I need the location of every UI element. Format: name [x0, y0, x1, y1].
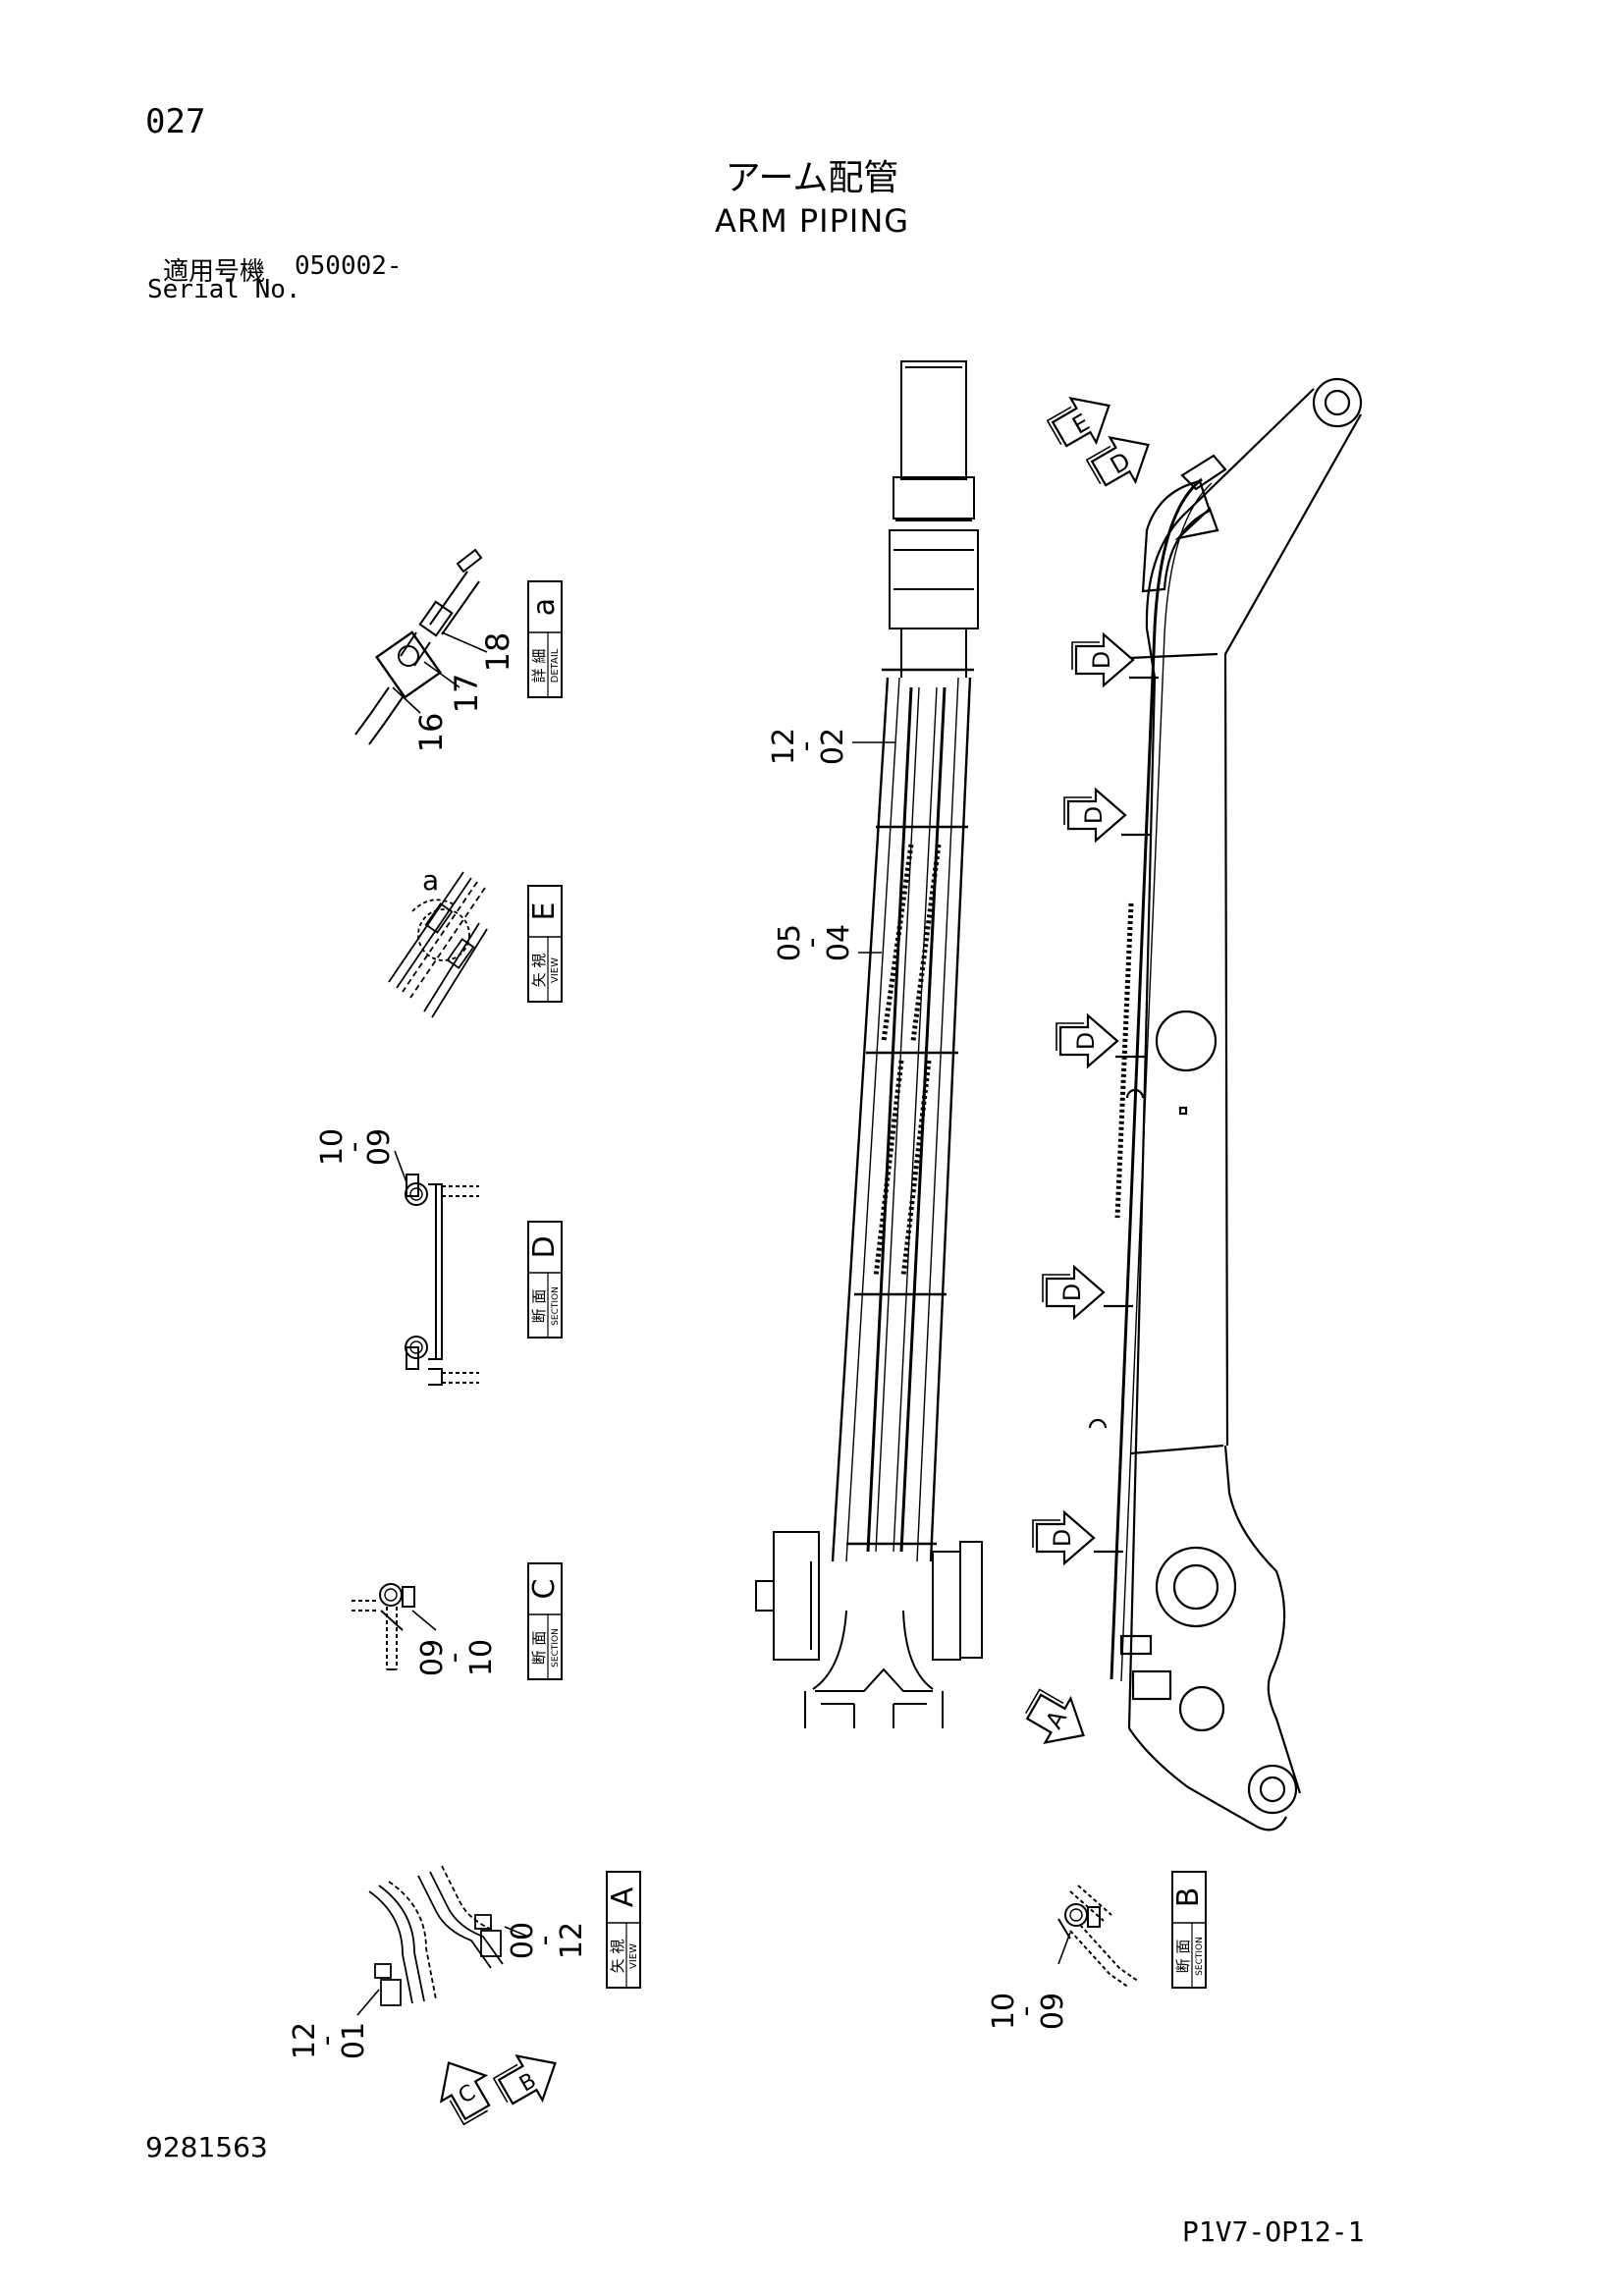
svg-text:a: a — [527, 598, 562, 616]
svg-text:C: C — [527, 1579, 562, 1600]
svg-text:VIEW: VIEW — [550, 957, 561, 983]
svg-text:12: 12 — [767, 728, 801, 765]
page-number: 027 — [145, 102, 206, 141]
section-b-callouts: 10 - 09 — [987, 1932, 1071, 2030]
section-b-drawing — [1057, 1885, 1140, 1989]
svg-text:D: D — [1072, 1032, 1100, 1050]
svg-text:D: D — [1058, 1284, 1086, 1301]
svg-text:断 面: 断 面 — [1174, 1940, 1192, 1974]
document-number: 9281563 — [145, 2131, 268, 2163]
arm-boss-2 — [1178, 1685, 1225, 1732]
svg-text:D: D — [1088, 651, 1115, 669]
callout-12-02: 12 - 02 — [767, 728, 895, 765]
arrow-c: C — [425, 2049, 503, 2130]
svg-text:10: 10 — [987, 1993, 1021, 2030]
arm-top-view — [755, 360, 983, 1728]
svg-text:DETAIL: DETAIL — [550, 648, 561, 683]
arrow-a: A — [1016, 1681, 1098, 1759]
arm-bottom-pin — [1247, 1764, 1298, 1815]
section-c-drawing — [352, 1583, 415, 1670]
arrow-d-4: D — [1041, 1265, 1106, 1320]
svg-text:SECTION: SECTION — [1195, 1937, 1205, 1976]
svg-text:E: E — [527, 902, 562, 921]
serial-label-english: Serial No. — [147, 275, 301, 304]
callout-05-04: 05 - 04 — [773, 924, 882, 961]
title-japanese: アーム配管 — [725, 158, 899, 198]
svg-text:02: 02 — [816, 728, 850, 765]
reference-code: P1V7-OP12-1 — [1182, 2215, 1365, 2248]
svg-text:D: D — [1080, 806, 1108, 824]
svg-text:断 面: 断 面 — [530, 1631, 548, 1666]
svg-text:10: 10 — [315, 1128, 350, 1166]
view-label-view-e: E 矢 視 VIEW — [527, 885, 563, 1003]
svg-text:12: 12 — [288, 2022, 322, 2059]
detail-a-callouts: 18 17 16 — [392, 631, 516, 753]
svg-text:-: - — [794, 938, 829, 949]
section-c-callouts: 09 - 10 — [411, 1610, 499, 1676]
view-label-section-c: C 断 面 SECTION — [527, 1562, 563, 1680]
svg-text:10: 10 — [464, 1639, 499, 1676]
svg-text:04: 04 — [822, 924, 856, 961]
view-e-drawing — [388, 871, 488, 1018]
svg-text:-: - — [788, 741, 823, 752]
serial-label-japanese: 適用号機 — [163, 257, 266, 287]
svg-text:A: A — [606, 1886, 640, 1907]
svg-text:D: D — [1049, 1529, 1076, 1547]
arm-boss-1 — [1155, 1546, 1237, 1628]
view-label-section-b: B 断 面 SECTION — [1171, 1871, 1207, 1989]
svg-text:VIEW: VIEW — [628, 1943, 639, 1969]
section-d-drawing — [405, 1174, 479, 1386]
serial-range: 050002- — [295, 251, 403, 281]
svg-text:詳 細: 詳 細 — [530, 649, 548, 683]
arm-top-cap — [900, 360, 967, 480]
svg-text:12: 12 — [555, 1922, 589, 1959]
callout-16: 16 — [412, 713, 450, 753]
svg-text:01: 01 — [337, 2022, 371, 2059]
view-label-detail-a: a 詳 細 DETAIL — [527, 580, 563, 698]
callout-18: 18 — [479, 632, 516, 673]
view-label-view-a: A 矢 視 VIEW — [606, 1871, 641, 1989]
svg-text:矢 視: 矢 視 — [609, 1940, 626, 1974]
section-d-callouts: 10 - 09 — [315, 1128, 407, 1183]
callout-17: 17 — [448, 674, 485, 714]
arrow-d-2: D — [1062, 788, 1127, 843]
arm-side-view — [1088, 377, 1363, 1831]
svg-text:断 面: 断 面 — [530, 1289, 548, 1324]
arrow-b: B — [488, 2040, 569, 2117]
svg-text:-: - — [309, 2036, 344, 2047]
svg-text:00: 00 — [506, 1922, 540, 1959]
svg-text:-: - — [437, 1653, 471, 1664]
svg-text:-: - — [1008, 2006, 1043, 2017]
svg-text:09: 09 — [415, 1639, 450, 1676]
view-label-section-d: D 断 面 SECTION — [527, 1221, 563, 1339]
svg-text:05: 05 — [773, 924, 807, 961]
view-a-callouts: 00 - 12 12 - 01 — [288, 1922, 589, 2059]
svg-text:SECTION: SECTION — [551, 1628, 561, 1667]
view-a-drawing — [368, 1865, 504, 2006]
svg-text:D: D — [527, 1235, 562, 1258]
detail-a-drawing — [354, 548, 483, 745]
svg-text:矢 視: 矢 視 — [530, 954, 548, 988]
arm-top-pin — [1312, 377, 1363, 428]
svg-text:-: - — [527, 1936, 562, 1946]
arm-hole — [1155, 1010, 1218, 1072]
title-english: ARM PIPING — [714, 202, 910, 240]
arrow-d-3: D — [1055, 1013, 1119, 1068]
svg-text:SECTION: SECTION — [551, 1286, 561, 1326]
arrow-d-top: D — [1081, 421, 1163, 499]
svg-text:B: B — [1171, 1887, 1206, 1908]
svg-text:09: 09 — [1036, 1993, 1070, 2030]
arrow-e-top: E — [1042, 382, 1123, 460]
arrow-d-5: D — [1031, 1510, 1096, 1565]
callout-detail-mark: a — [422, 864, 439, 897]
svg-text:09: 09 — [362, 1128, 397, 1166]
svg-text:-: - — [337, 1142, 371, 1153]
arrow-d-1: D — [1070, 632, 1135, 687]
